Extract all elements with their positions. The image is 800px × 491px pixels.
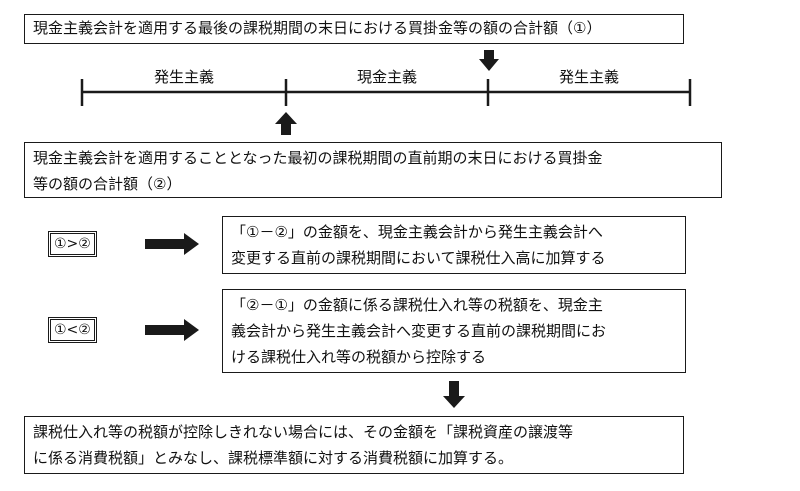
bottom-box-line-1: 課税仕入れ等の税額が控除しきれない場合には、その金額を「課税資産の譲渡等	[33, 423, 574, 441]
top-box-text: 現金主義会計を適用する最後の課税期間の末日における買掛金等の額の合計額（①）	[33, 19, 602, 37]
case2-result-line-2: 義会計から発生主義会計へ変更する直前の課税期間にお	[231, 322, 607, 340]
bottom-box: 課税仕入れ等の税額が控除しきれない場合には、その金額を「課税資産の譲渡等 に係る…	[24, 416, 684, 474]
timeline-label-accrual-before: 発生主義	[153, 68, 214, 86]
case2-result-box: 「②－①」の金額に係る課税仕入れ等の税額を、現金主 義会計から発生主義会計へ変更…	[222, 289, 686, 373]
top-box: 現金主義会計を適用する最後の課税期間の末日における買掛金等の額の合計額（①）	[24, 14, 684, 44]
second-box-line-1: 現金主義会計を適用することとなった最初の課税期間の直前期の末日における買掛金	[33, 149, 603, 167]
arrow-down-icon	[479, 50, 499, 71]
case2-result-line-3: ける課税仕入れ等の税額から控除する	[231, 348, 487, 366]
arrow-right-icon	[145, 319, 199, 341]
arrow-right-icon	[145, 233, 199, 255]
bottom-box-line-2: に係る消費税額」とみなし、課税標準額に対する消費税額に加算する。	[33, 449, 514, 467]
timeline	[80, 79, 692, 106]
case1-result-box: 「①－②」の金額を、現金主義会計から発生主義会計へ 変更する直前の課税期間におい…	[222, 216, 686, 274]
case2-result-line-1: 「②－①」の金額に係る課税仕入れ等の税額を、現金主	[231, 296, 603, 314]
condition-badge-greater: ①>②	[48, 231, 97, 257]
case1-result-line-2: 変更する直前の課税期間において課税仕入高に加算する	[231, 249, 606, 267]
second-box: 現金主義会計を適用することとなった最初の課税期間の直前期の末日における買掛金 等…	[24, 142, 722, 198]
condition-badge-less: ①<②	[48, 317, 97, 343]
arrow-up-icon	[275, 112, 297, 135]
arrow-down-icon	[443, 381, 465, 408]
case1-result-line-1: 「①－②」の金額を、現金主義会計から発生主義会計へ	[231, 223, 603, 241]
timeline-label-accrual-after: 発生主義	[558, 68, 619, 86]
second-box-line-2: 等の額の合計額（②）	[33, 175, 182, 193]
timeline-label-cash: 現金主義	[356, 68, 417, 86]
